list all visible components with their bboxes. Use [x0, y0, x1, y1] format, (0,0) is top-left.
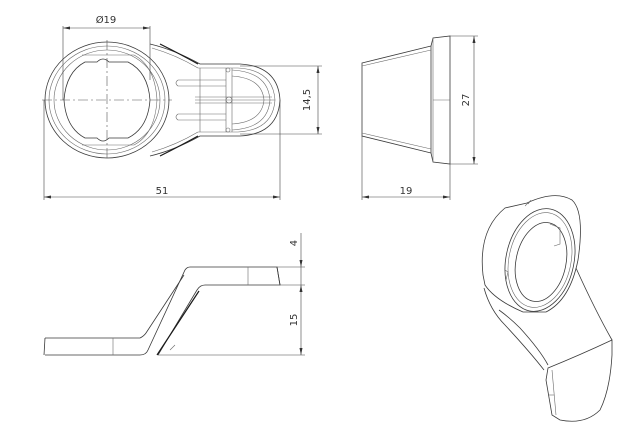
length-dimension-label: 51: [156, 186, 169, 197]
isometric-view: [481, 195, 613, 422]
rise-dimension-label: 15: [289, 314, 300, 327]
front-view: [43, 233, 305, 356]
top-view: [42, 26, 322, 200]
end-view: [361, 35, 478, 200]
thickness-dimension-label: 4: [289, 240, 300, 246]
nose-width-dimension-label: 14,5: [302, 89, 313, 111]
diameter-dimension-label: Ø19: [96, 14, 117, 26]
height-dimension-label: 27: [461, 94, 472, 107]
depth-dimension-label: 19: [400, 186, 413, 197]
